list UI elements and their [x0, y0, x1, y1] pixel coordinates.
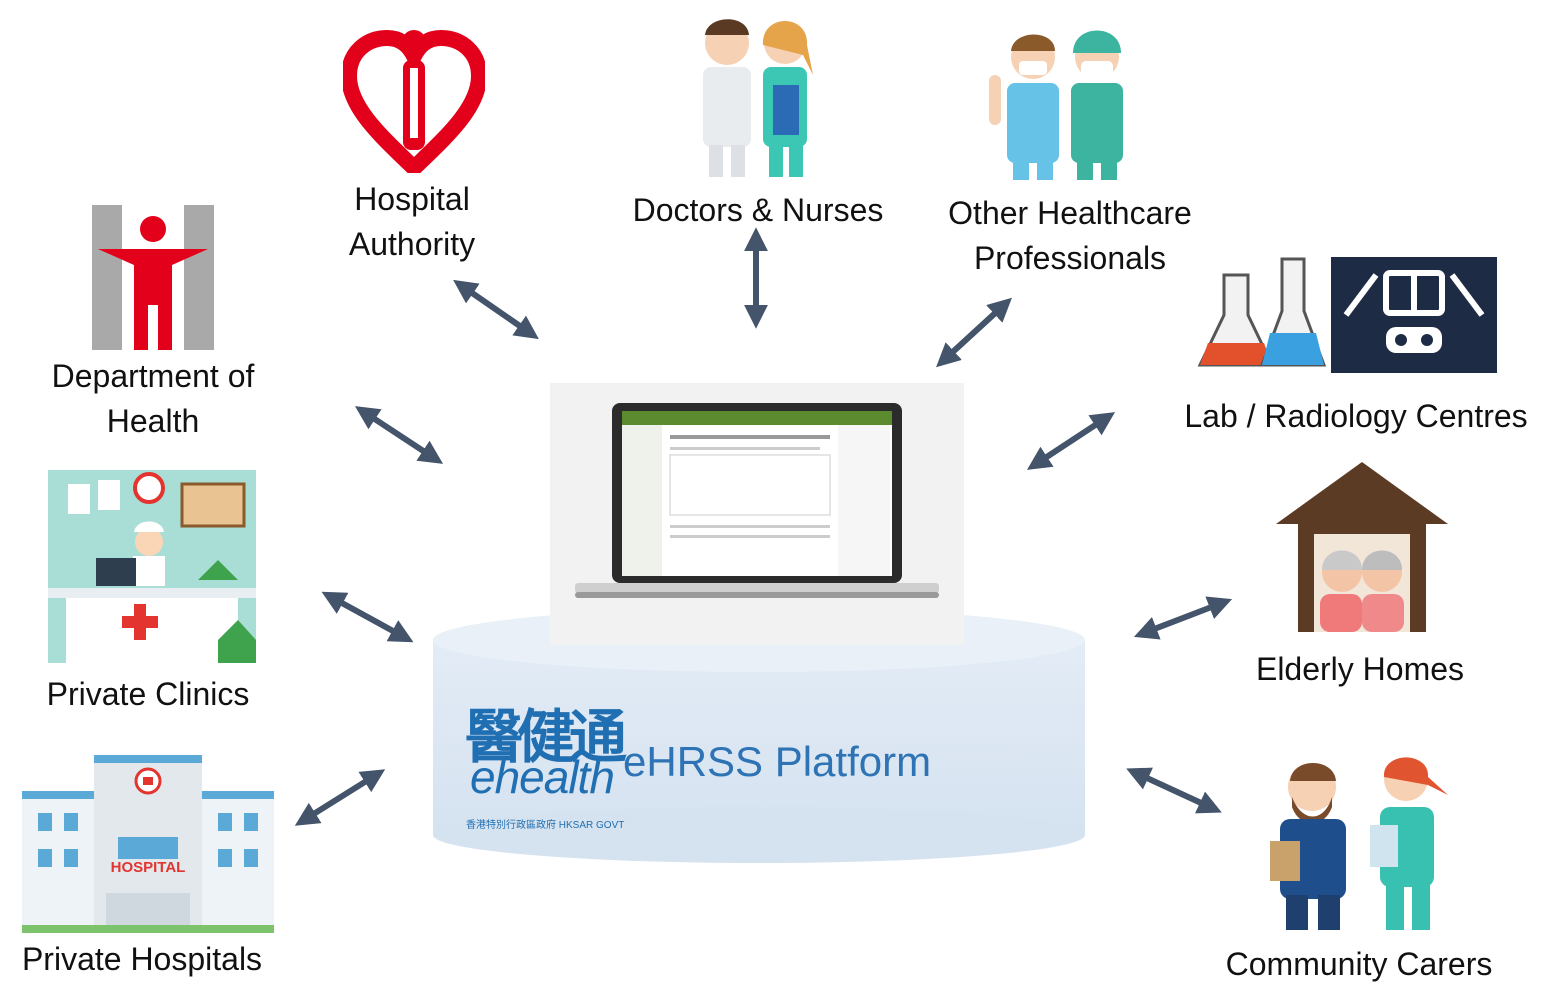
private-clinic-icon — [48, 470, 256, 663]
arrow-community-carers — [1126, 767, 1222, 814]
ehealth-logo-sub: 香港特別行政區政府 HKSAR GOVT — [466, 820, 625, 831]
label-doctors-nurses: Doctors & Nurses — [632, 192, 884, 228]
arrow-lab-radiology — [1026, 412, 1116, 470]
ehealth-logo-en: ehealth — [470, 751, 615, 803]
healthcare-professionals-icon — [989, 30, 1123, 180]
label-private-clinics: Private Clinics — [46, 676, 250, 712]
arrow-hospital-authority — [453, 279, 539, 340]
arrow-other-professionals — [936, 297, 1012, 368]
elderly-home-icon — [1276, 462, 1448, 632]
label-lab-radiology: Lab / Radiology Centres — [1184, 398, 1528, 434]
doctors-nurses-icon — [703, 19, 813, 177]
label-hospital-authority: Hospital Authority — [348, 181, 476, 262]
community-carers-icon — [1270, 757, 1448, 930]
arrow-department-health — [354, 406, 444, 464]
platform-title: eHRSS Platform — [623, 738, 932, 785]
laptop-icon — [575, 403, 939, 598]
arrow-elderly-homes — [1133, 596, 1233, 640]
label-community-carers: Community Carers — [1225, 946, 1493, 982]
arrow-private-hospitals — [294, 769, 386, 826]
arrow-private-clinics — [321, 591, 414, 643]
ehealth-logo-cn: 醫健通 — [465, 703, 627, 771]
label-department-health: Department of Health — [51, 358, 255, 439]
hospital-authority-logo-icon — [343, 29, 485, 173]
department-health-logo-icon — [92, 205, 214, 350]
label-other-professionals: Other Healthcare Professionals — [948, 195, 1192, 276]
lab-radiology-icon — [1197, 257, 1497, 373]
hospital-sign: HOSPITAL — [110, 859, 186, 876]
label-elderly-homes: Elderly Homes — [1255, 651, 1465, 687]
label-private-hospitals: Private Hospitals — [21, 941, 263, 977]
private-hospital-icon — [22, 755, 274, 933]
